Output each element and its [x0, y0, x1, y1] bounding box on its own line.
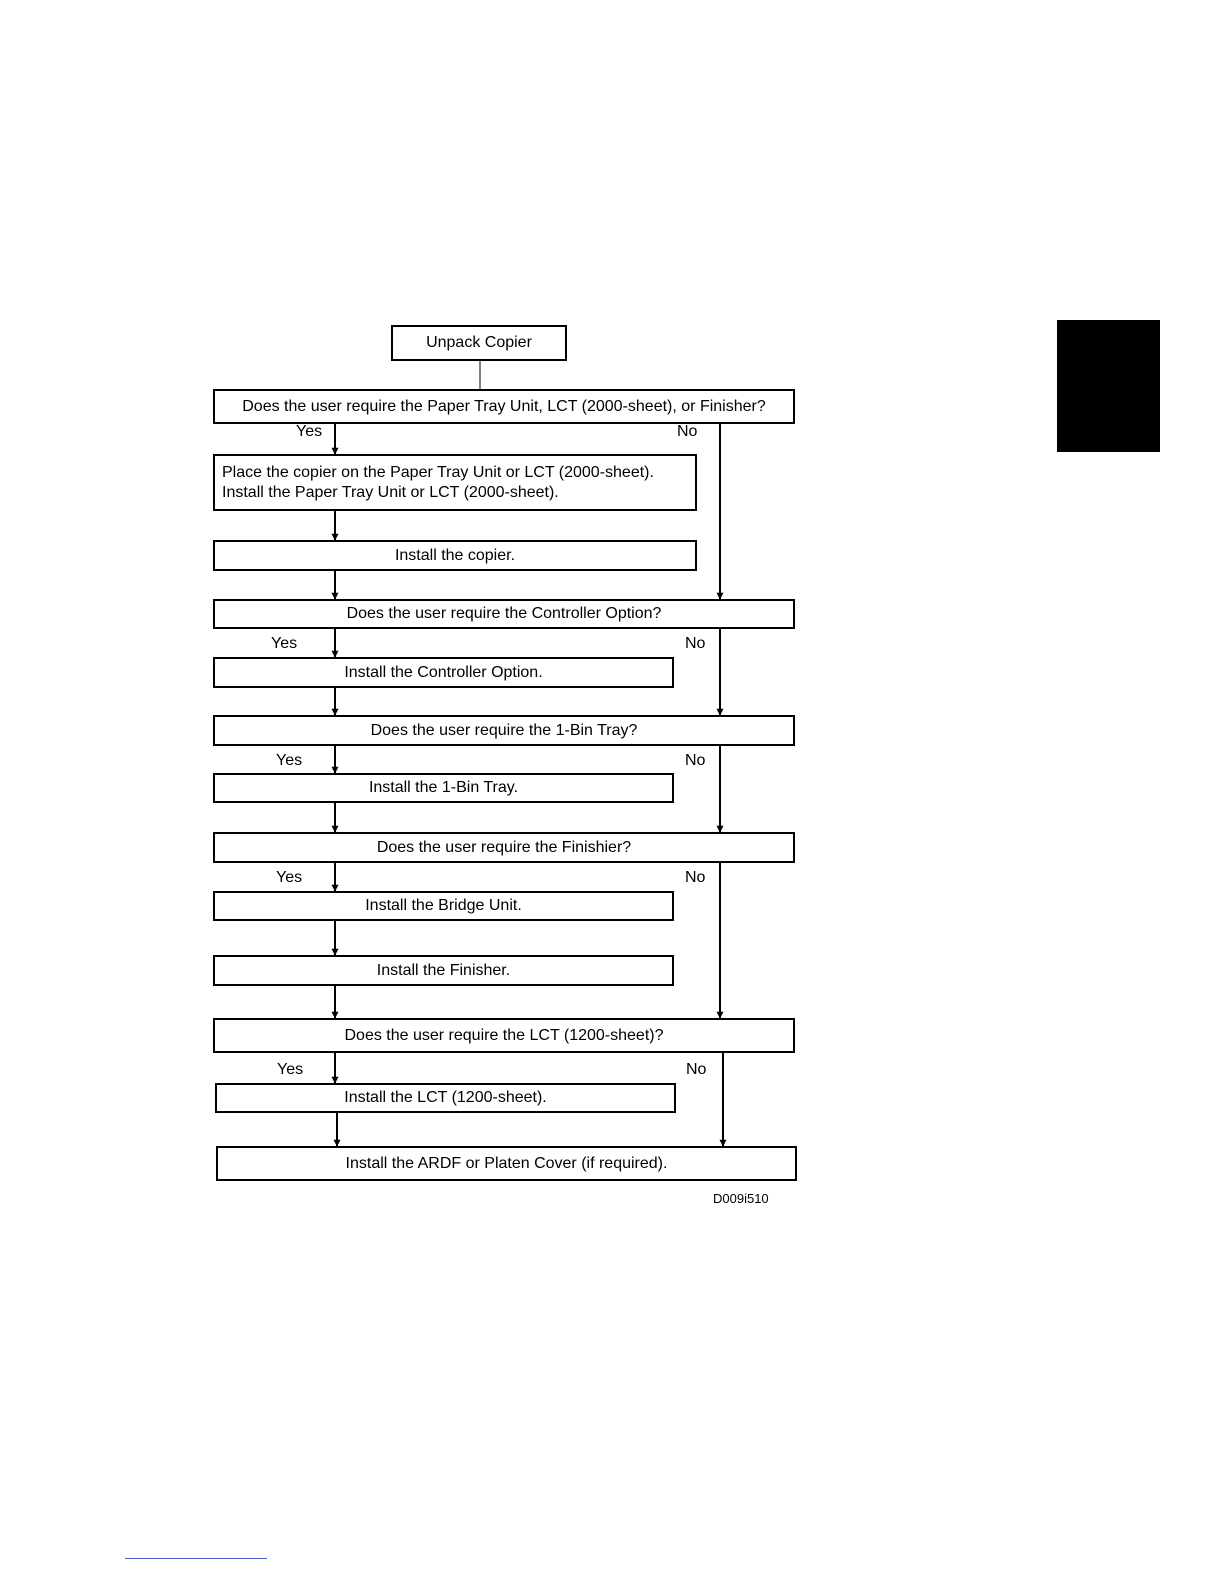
step-box-3: Install the Controller Option. — [213, 657, 674, 688]
decision-box-4: Does the user require the Finishier? — [213, 832, 795, 863]
yes-label-1: Yes — [296, 423, 323, 440]
start-text: Unpack Copier — [426, 334, 532, 351]
no-label-1: No — [677, 423, 698, 440]
decision-box-1: Does the user require the Paper Tray Uni… — [213, 389, 795, 424]
section-tab-marker — [1057, 320, 1160, 452]
footer-rule — [125, 1558, 267, 1559]
step-box-2: Install the copier. — [213, 540, 697, 571]
step-box-5: Install the Bridge Unit. — [213, 891, 674, 921]
step-6-text: Install the Finisher. — [376, 961, 511, 979]
no-label-3: No — [685, 752, 706, 769]
step-1-line-2: Install the Paper Tray Unit or LCT (2000… — [222, 483, 559, 501]
decision-box-2: Does the user require the Controller Opt… — [213, 599, 795, 629]
end-box: Install the ARDF or Platen Cover (if req… — [216, 1146, 797, 1181]
step-1-line-1: Place the copier on the Paper Tray Unit … — [222, 463, 654, 481]
yes-label-4: Yes — [276, 869, 303, 886]
decision-4-text: Does the user require the Finishier? — [376, 838, 632, 856]
step-box-6: Install the Finisher. — [213, 955, 674, 986]
step-3-text: Install the Controller Option. — [344, 663, 543, 681]
decision-3-text: Does the user require the 1-Bin Tray? — [370, 721, 638, 739]
no-label-4: No — [685, 869, 706, 886]
decision-box-3: Does the user require the 1-Bin Tray? — [213, 715, 795, 746]
step-2-text: Install the copier. — [394, 546, 516, 564]
decision-5-text: Does the user require the LCT (1200-shee… — [344, 1026, 664, 1044]
no-label-2: No — [685, 635, 706, 652]
step-7-text: Install the LCT (1200-sheet). — [344, 1089, 547, 1106]
yes-label-5: Yes — [277, 1061, 304, 1078]
step-box-1: Place the copier on the Paper Tray Unit … — [213, 454, 697, 511]
no-label-5: No — [686, 1061, 707, 1078]
start-box: Unpack Copier — [391, 325, 567, 361]
step-4-text: Install the 1-Bin Tray. — [368, 779, 519, 796]
decision-1-text: Does the user require the Paper Tray Uni… — [242, 397, 766, 415]
decision-2-text: Does the user require the Controller Opt… — [346, 605, 662, 622]
figure-code: D009i510 — [713, 1191, 769, 1206]
step-5-text: Install the Bridge Unit. — [365, 897, 522, 914]
end-text: Install the ARDF or Platen Cover (if req… — [345, 1154, 668, 1172]
yes-label-2: Yes — [271, 635, 298, 652]
step-box-4: Install the 1-Bin Tray. — [213, 773, 674, 803]
step-box-7: Install the LCT (1200-sheet). — [215, 1083, 676, 1113]
yes-label-3: Yes — [276, 752, 303, 769]
decision-box-5: Does the user require the LCT (1200-shee… — [213, 1018, 795, 1053]
